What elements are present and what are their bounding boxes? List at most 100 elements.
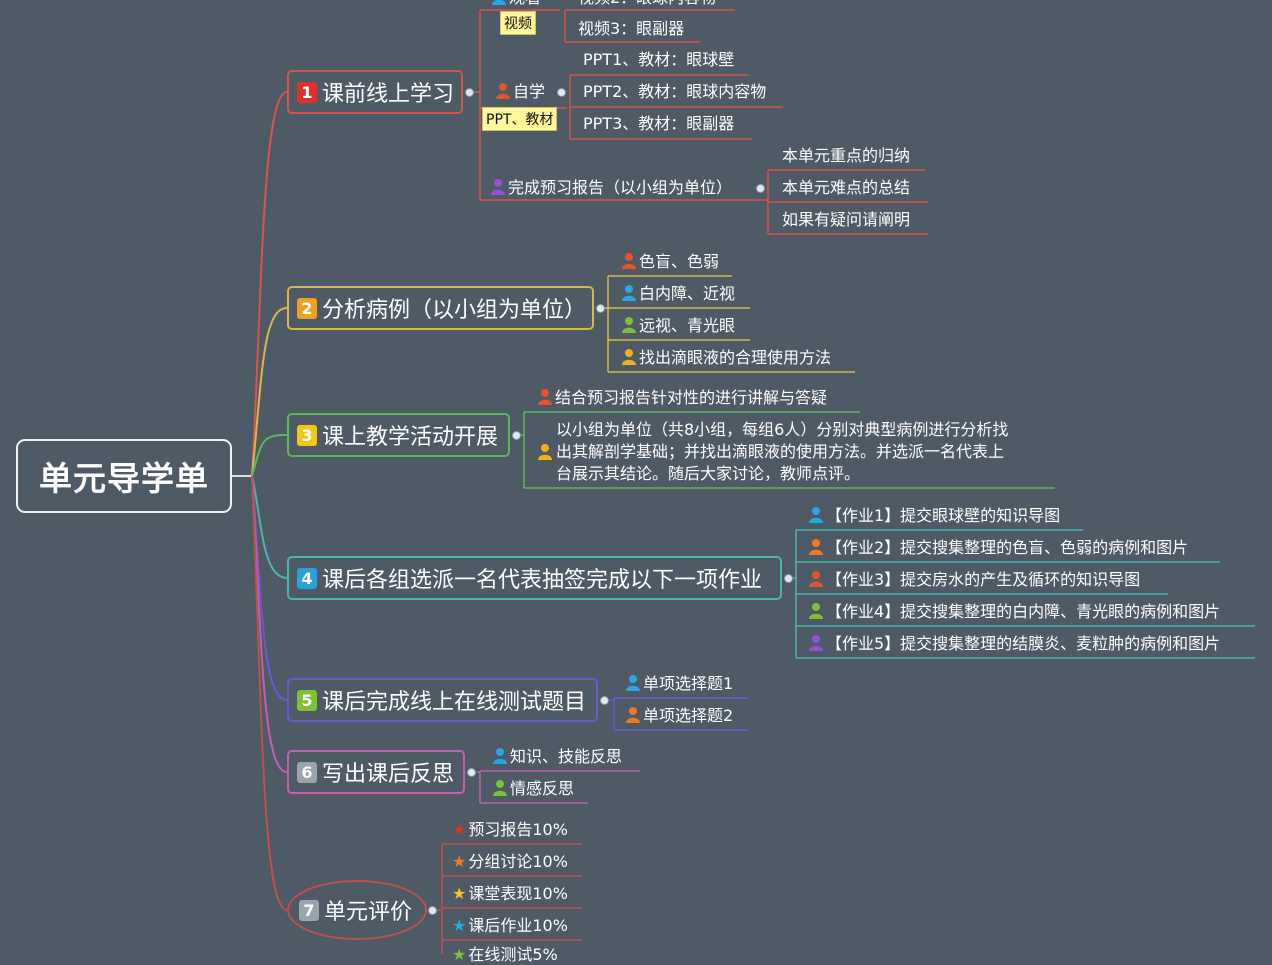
person-icon	[622, 317, 636, 333]
root-node[interactable]: 单元导学单	[16, 439, 232, 513]
ppt-textbook-tag: PPT、教材	[482, 107, 558, 131]
leaf-text: 单项选择题1	[643, 674, 734, 693]
person-icon	[496, 83, 510, 99]
person-icon	[538, 389, 552, 405]
branch-4-node[interactable]: 4 课后各组选派一名代表抽签完成以下一项作业	[287, 556, 782, 600]
leaf-text: 知识、技能反思	[510, 747, 623, 766]
sub-watch-label: 观看	[509, 0, 541, 7]
leaf-ppt-1[interactable]: PPT1、教材：眼球壁	[583, 50, 735, 69]
leaf-text: 课堂表现10%	[468, 884, 568, 903]
leaf-text: 课后作业10%	[468, 916, 568, 935]
collapse-toggle[interactable]	[465, 88, 474, 97]
leaf-homework-5[interactable]: 【作业5】提交搜集整理的结膜炎、麦粒肿的病例和图片	[808, 634, 1220, 654]
collapse-toggle[interactable]	[428, 906, 437, 915]
leaf-homework-1[interactable]: 【作业1】提交眼球壁的知识导图	[808, 506, 1060, 526]
branch-6-title: 写出课后反思	[322, 762, 455, 787]
branch-3-title: 课上教学活动开展	[322, 425, 499, 450]
person-icon	[626, 675, 640, 691]
leaf-text: 分组讨论10%	[468, 852, 568, 871]
branch-3-node[interactable]: 3 课上教学活动开展	[287, 413, 510, 457]
branch-7-title: 单元评价	[324, 900, 413, 925]
leaf-eye-drops[interactable]: 找出滴眼液的合理使用方法	[621, 348, 831, 368]
leaf-text: 【作业1】提交眼球壁的知识导图	[826, 506, 1061, 525]
leaf-text: 白内障、近视	[639, 284, 736, 303]
leaf-text: 色盲、色弱	[639, 252, 720, 271]
leaf-questions[interactable]: 如果有疑问请阐明	[782, 210, 911, 229]
branch-5-node[interactable]: 5 课后完成线上在线测试题目	[287, 678, 598, 722]
number-1-badge: 1	[297, 81, 317, 103]
leaf-text: 结合预习报告针对性的进行讲解与答疑	[555, 388, 828, 407]
sub-preview-report-label: 完成预习报告（以小组为单位）	[508, 178, 733, 197]
collapse-toggle[interactable]	[512, 431, 521, 440]
number-6-badge: 6	[297, 761, 317, 783]
person-icon	[491, 179, 505, 195]
leaf-hyperopia[interactable]: 远视、青光眼	[621, 316, 735, 336]
collapse-toggle[interactable]	[784, 574, 793, 583]
branch-6-node[interactable]: 6 写出课后反思	[287, 750, 465, 794]
number-3-badge: 3	[297, 424, 317, 446]
leaf-homework-2[interactable]: 【作业2】提交搜集整理的色盲、色弱的病例和图片	[808, 538, 1188, 558]
leaf-color-blind[interactable]: 色盲、色弱	[621, 252, 719, 272]
sub-watch[interactable]: 观看	[491, 0, 541, 8]
branch-4-title: 课后各组选派一名代表抽签完成以下一项作业	[322, 568, 763, 593]
sub-self-study[interactable]: 自学	[495, 82, 545, 102]
leaf-text: 【作业4】提交搜集整理的白内障、青光眼的病例和图片	[826, 602, 1221, 621]
collapse-toggle[interactable]	[600, 696, 609, 705]
leaf-text: 【作业3】提交房水的产生及循环的知识导图	[826, 570, 1141, 589]
collapse-toggle[interactable]	[756, 184, 765, 193]
number-2-badge: 2	[297, 297, 317, 319]
star-icon: ★	[452, 916, 467, 935]
branch-1-node[interactable]: 1 课前线上学习	[287, 70, 463, 114]
leaf-emotion-reflection[interactable]: 情感反思	[492, 779, 574, 799]
leaf-eval-class[interactable]: ★课堂表现10%	[452, 884, 568, 904]
leaf-video-2[interactable]: 视频2：眼球内容物	[578, 0, 716, 8]
leaf-eval-online-test[interactable]: ★在线测试5%	[452, 945, 558, 965]
person-icon	[809, 539, 823, 555]
number-7-badge: 7	[299, 899, 319, 921]
person-icon	[626, 707, 640, 723]
leaf-text: 远视、青光眼	[639, 316, 736, 335]
number-4-badge: 4	[297, 567, 317, 589]
leaf-eval-discussion[interactable]: ★分组讨论10%	[452, 852, 568, 872]
star-icon: ★	[452, 884, 467, 903]
leaf-text: 预习报告10%	[468, 820, 568, 839]
leaf-report-lecture[interactable]: 结合预习报告针对性的进行讲解与答疑	[537, 388, 827, 408]
leaf-text: 在线测试5%	[468, 945, 558, 964]
leaf-video-3[interactable]: 视频3：眼副器	[578, 19, 685, 38]
person-icon	[493, 748, 507, 764]
person-icon	[809, 635, 823, 651]
leaf-cataract[interactable]: 白内障、近视	[621, 284, 735, 304]
leaf-choice-1[interactable]: 单项选择题1	[625, 674, 733, 694]
branch-5-title: 课后完成线上在线测试题目	[322, 690, 587, 715]
video-tag: 视频	[500, 11, 536, 35]
leaf-eval-preview[interactable]: ★预习报告10%	[452, 820, 568, 840]
person-icon	[493, 780, 507, 796]
collapse-toggle[interactable]	[557, 88, 566, 97]
leaf-homework-3[interactable]: 【作业3】提交房水的产生及循环的知识导图	[808, 570, 1140, 590]
person-icon	[809, 571, 823, 587]
collapse-toggle[interactable]	[467, 768, 476, 777]
number-5-badge: 5	[297, 689, 317, 711]
branch-2-title: 分析病例（以小组为单位）	[322, 298, 587, 323]
leaf-eval-homework[interactable]: ★课后作业10%	[452, 916, 568, 936]
leaf-choice-2[interactable]: 单项选择题2	[625, 706, 733, 726]
leaf-group-analysis[interactable]: 以小组为单位（共8小组，每组6人）分别对典型病例进行分析找 出其解剖学基础；并找…	[556, 420, 1009, 483]
person-icon	[492, 0, 506, 5]
sub-preview-report[interactable]: 完成预习报告（以小组为单位）	[490, 178, 732, 198]
leaf-text: 【作业5】提交搜集整理的结膜炎、麦粒肿的病例和图片	[826, 634, 1221, 653]
person-icon	[538, 444, 552, 460]
leaf-ppt-2[interactable]: PPT2、教材：眼球内容物	[583, 82, 767, 101]
person-icon	[622, 253, 636, 269]
leaf-key-points[interactable]: 本单元重点的归纳	[782, 146, 911, 165]
leaf-homework-4[interactable]: 【作业4】提交搜集整理的白内障、青光眼的病例和图片	[808, 602, 1220, 622]
leaf-difficulties[interactable]: 本单元难点的总结	[782, 178, 911, 197]
branch-7-node[interactable]: 7 单元评价	[287, 880, 427, 940]
branch-1-title: 课前线上学习	[322, 82, 455, 107]
sub-self-study-label: 自学	[513, 82, 546, 101]
collapse-toggle[interactable]	[596, 304, 605, 313]
branch-2-node[interactable]: 2 分析病例（以小组为单位）	[287, 286, 594, 330]
star-icon: ★	[452, 820, 467, 839]
leaf-knowledge-reflection[interactable]: 知识、技能反思	[492, 747, 622, 767]
root-title: 单元导学单	[39, 459, 209, 498]
leaf-ppt-3[interactable]: PPT3、教材：眼副器	[583, 114, 735, 133]
